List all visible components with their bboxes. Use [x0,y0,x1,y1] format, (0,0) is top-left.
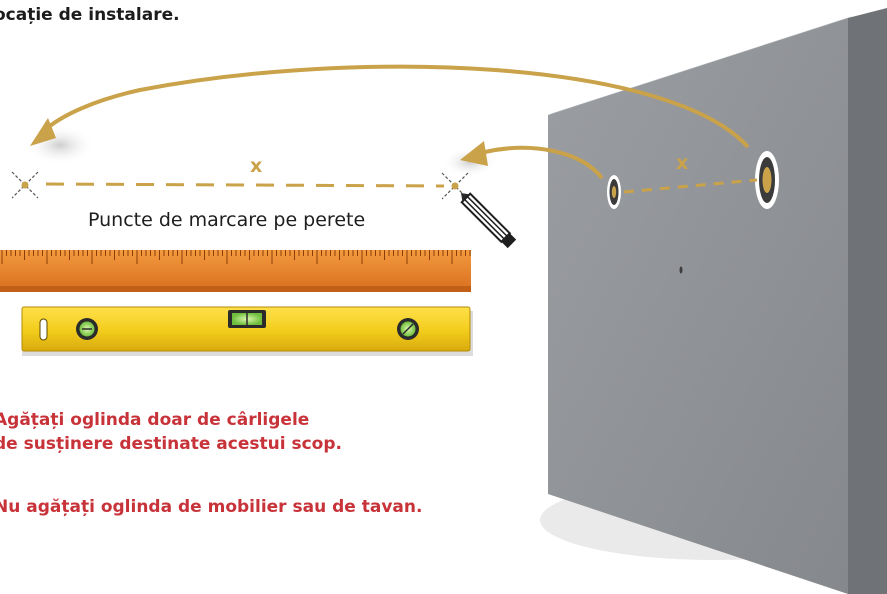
spirit-level-icon [21,306,473,356]
marking-points-label: Puncte de marcare pe perete [88,209,366,231]
distance-label-left: x [250,155,263,177]
cross-mark-icon [11,171,39,199]
warning-line-2: de susținere destinate acestui scop. [0,434,342,454]
warning-line-1: Agățați oglinda doar de cârligele [0,410,310,430]
arrow-to-right-mark [442,141,604,180]
wall-distance-line [623,178,758,194]
warning-line-3: Nu agățați oglinda de mobilier sau de ta… [0,497,423,517]
wall-panel [540,8,887,594]
hook-icon [755,151,779,209]
ruler-icon [0,250,471,292]
distance-label-right: x [676,152,689,174]
marking-distance-line [45,182,445,188]
wall-hole [679,266,683,274]
intro-text: ocație de instalare. [0,5,180,25]
arrow-to-left-mark [25,64,750,165]
pencil-icon [460,192,517,249]
hook-icon [607,175,621,209]
